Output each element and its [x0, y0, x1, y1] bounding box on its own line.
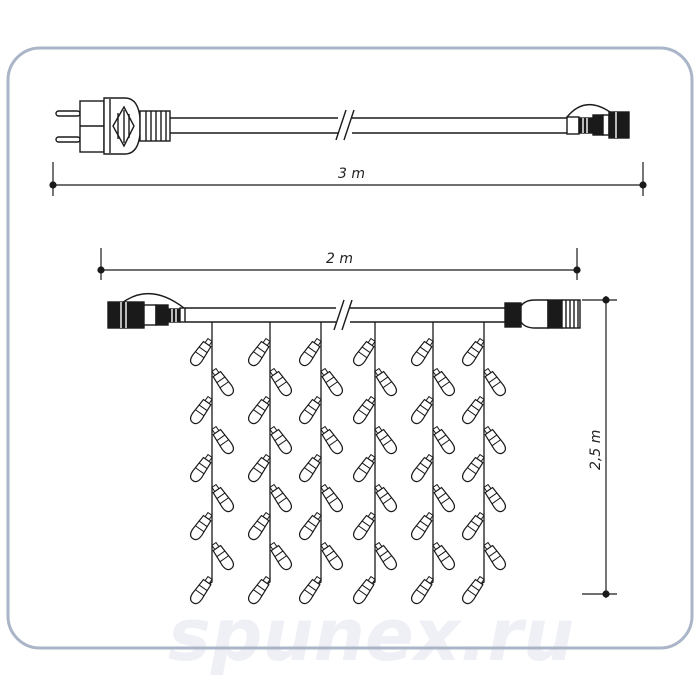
bulb-icon [480, 540, 509, 573]
bulb-icon [480, 424, 509, 457]
bulb-icon [296, 452, 325, 485]
bulb-icon [296, 394, 325, 427]
bulb-icon [408, 336, 437, 369]
watermark: spunex.ru [168, 593, 574, 677]
bulb-icon [208, 424, 237, 457]
bulb-icon [317, 366, 346, 399]
bulb-icon [459, 394, 488, 427]
bulb-icon [371, 540, 400, 573]
bulb-icon [317, 424, 346, 457]
bulb-icon [187, 452, 216, 485]
bulb-icon [187, 394, 216, 427]
bulb-icon [371, 424, 400, 457]
connector-icon [566, 104, 630, 139]
bulb-icon [350, 510, 379, 543]
frame-border [6, 46, 694, 650]
bulb-icon [187, 510, 216, 543]
light-strands [187, 322, 509, 607]
bulb-icon [459, 336, 488, 369]
connector-right-icon [504, 299, 581, 329]
bulb-icon [429, 482, 458, 515]
bulb-icon [459, 452, 488, 485]
bulb-icon [429, 424, 458, 457]
dimension-3m [49, 162, 647, 196]
bulb-icon [350, 394, 379, 427]
plug-icon [55, 97, 171, 155]
bulb-icon [429, 366, 458, 399]
dimension-label-cable: 3 m [338, 166, 365, 182]
dimension-2-5m [582, 296, 617, 598]
bulb-icon [317, 540, 346, 573]
bulb-icon [266, 424, 295, 457]
bulb-icon [371, 366, 400, 399]
light-strand [187, 322, 237, 607]
bulb-icon [266, 366, 295, 399]
bulb-icon [266, 482, 295, 515]
bulb-icon [350, 336, 379, 369]
bulb-icon [266, 540, 295, 573]
light-strand [350, 322, 400, 607]
bulb-icon [245, 336, 274, 369]
dimension-label-height: 2,5 m [588, 430, 604, 470]
bulb-icon [245, 452, 274, 485]
bulb-icon [459, 510, 488, 543]
curtain-cable [107, 292, 581, 331]
bulb-icon [208, 540, 237, 573]
bulb-icon [408, 452, 437, 485]
dimension-label-width: 2 m [326, 251, 353, 267]
bulb-icon [480, 482, 509, 515]
bulb-icon [371, 482, 400, 515]
bulb-icon [208, 482, 237, 515]
bulb-icon [296, 336, 325, 369]
bulb-icon [408, 510, 437, 543]
bulb-icon [187, 336, 216, 369]
bulb-icon [245, 394, 274, 427]
light-strand [408, 322, 458, 607]
bulb-icon [317, 482, 346, 515]
bulb-icon [208, 366, 237, 399]
power-cable [55, 97, 630, 155]
bulb-icon [296, 510, 325, 543]
light-strand [459, 322, 509, 607]
light-strand [296, 322, 346, 607]
bulb-icon [480, 366, 509, 399]
connector-left-icon [107, 292, 186, 329]
dimension-2m [97, 248, 581, 280]
bulb-icon [429, 540, 458, 573]
bulb-icon [245, 510, 274, 543]
light-strand [245, 322, 295, 607]
bulb-icon [408, 394, 437, 427]
bulb-icon [350, 452, 379, 485]
